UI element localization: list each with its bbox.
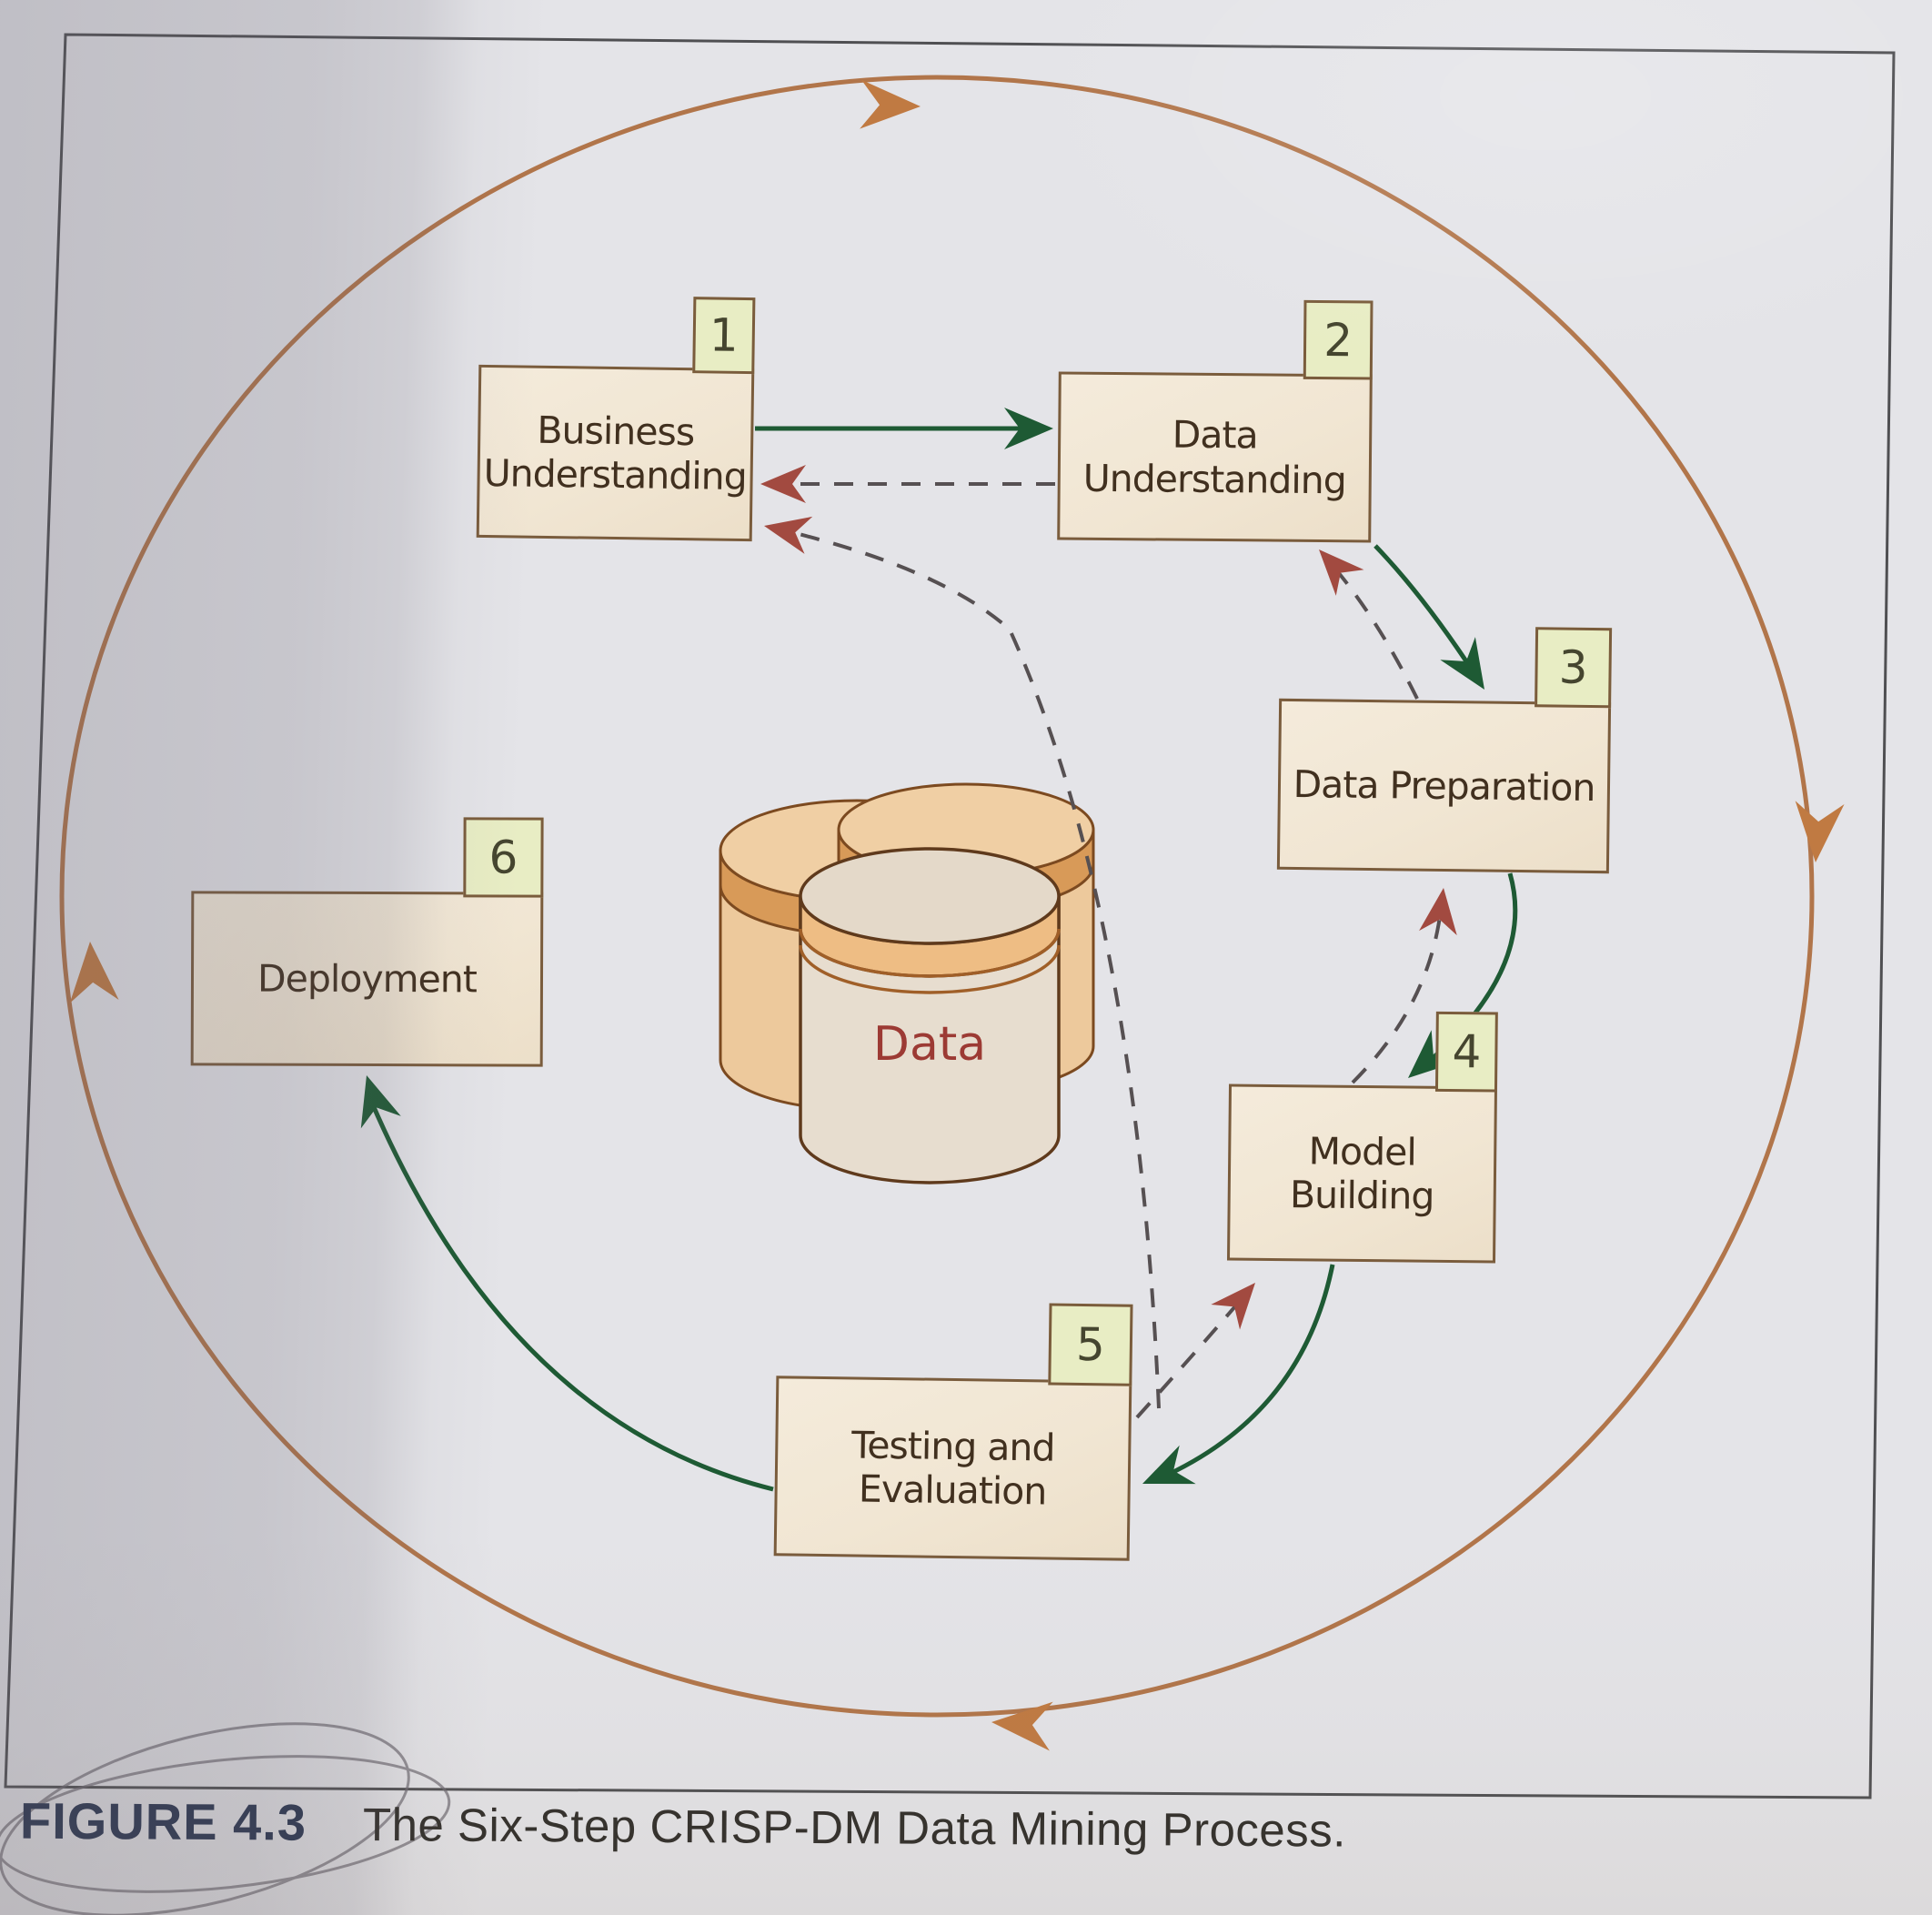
figure-border (4, 33, 1896, 1799)
step-box-2-data-understanding: 2 Data Understanding (1057, 299, 1374, 543)
figure-label: FIGURE 4.3 (19, 1791, 307, 1851)
step-box-1-business-understanding: 1 Business Understanding (476, 297, 756, 542)
cycle-arrowhead-top (860, 79, 921, 129)
data-cylinder-label: Data (873, 1017, 986, 1072)
figure-caption: FIGURE 4.3 The Six-Step CRISP-DM Data Mi… (20, 1791, 1912, 1862)
step-number-5: 5 (1075, 1317, 1106, 1372)
step-box-3-data-preparation: 3 Data Preparation (1276, 627, 1613, 874)
step-number-tab-6: 6 (463, 817, 544, 898)
step-box-5-testing-and-evaluation: 5 Testing and Evaluation (773, 1303, 1133, 1561)
flow-arrowhead-2-3 (1440, 637, 1484, 690)
flow-arrow-4-5 (1158, 1264, 1335, 1481)
step-label-3: Data Preparation (1293, 761, 1595, 810)
flow-arrowhead-3-4 (1408, 1030, 1459, 1078)
feedback-arrow-5-1 (783, 529, 1161, 1409)
step-number-2: 2 (1323, 313, 1353, 367)
step-label-6: Deployment (257, 956, 477, 1002)
step-number-tab-1: 1 (692, 297, 756, 375)
step-number-4: 4 (1452, 1025, 1482, 1079)
step-number-1: 1 (709, 308, 740, 362)
step-label-2: Data Understanding (1082, 412, 1347, 502)
feedback-arrow-5-4 (1135, 1292, 1248, 1419)
figure-caption-text: The Six-Step CRISP-DM Data Mining Proces… (362, 1798, 1347, 1857)
feedback-arrow-3-2 (1326, 559, 1419, 700)
cycle-arrowhead-bottom (991, 1701, 1053, 1751)
cycle-arrowhead-left (69, 942, 119, 1003)
process-cycle-circle (59, 75, 1815, 1718)
pen-scribble-annotation (0, 1722, 451, 1915)
step-label-4: Model Building (1289, 1129, 1434, 1218)
flow-arrowhead-1-2 (1004, 408, 1053, 449)
step-box-4-model-building: 4 Model Building (1226, 1011, 1498, 1264)
step-number-tab-2: 2 (1303, 299, 1374, 380)
step-number-tab-3: 3 (1535, 627, 1613, 709)
flow-arrow-2-3 (1374, 544, 1478, 677)
step-number-3: 3 (1558, 640, 1588, 694)
step-box-6-deployment: 6 Deployment (190, 817, 544, 1067)
feedback-arrowhead-4-3 (1419, 888, 1457, 936)
feedback-arrow-4-3 (1351, 900, 1444, 1084)
flow-arrowhead-5-6 (360, 1075, 401, 1129)
step-label-5: Testing and Evaluation (850, 1423, 1055, 1514)
flow-arrow-5-6 (368, 1100, 774, 1492)
cycle-arrowhead-right (1795, 801, 1845, 862)
step-number-6: 6 (488, 831, 518, 884)
feedback-arrowhead-5-4 (1211, 1283, 1255, 1330)
feedback-arrowhead-2-1 (760, 465, 806, 503)
step-number-tab-5: 5 (1048, 1303, 1133, 1386)
step-label-1: Business Understanding (483, 408, 748, 499)
data-cylinders-icon: Data (719, 782, 1095, 1184)
step-number-tab-4: 4 (1434, 1011, 1498, 1093)
flow-arrowhead-4-5 (1142, 1445, 1196, 1485)
feedback-arrowhead-3-2 (1319, 549, 1364, 596)
feedback-arrowhead-5-1 (764, 516, 813, 554)
